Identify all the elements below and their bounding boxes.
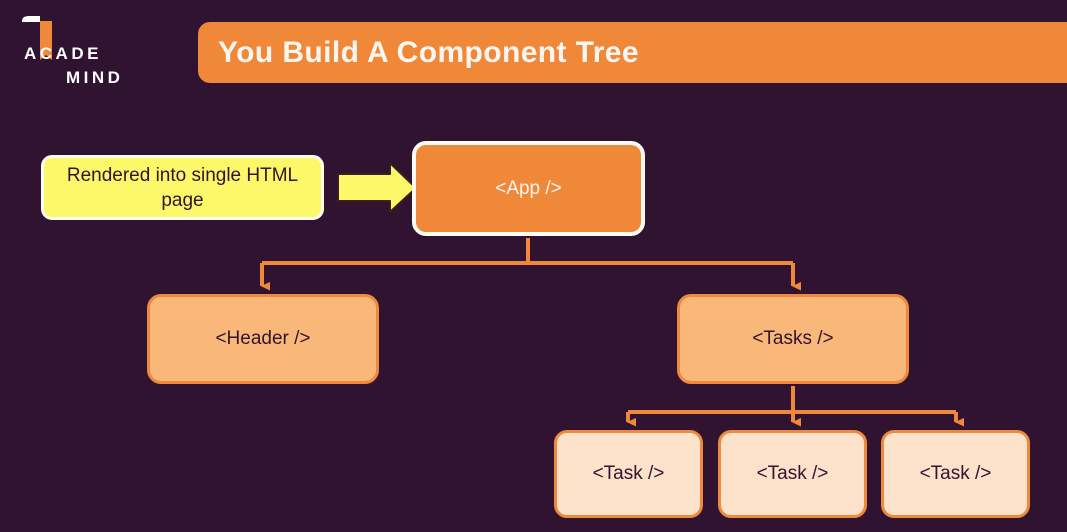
title-bar: You Build A Component Tree [198, 22, 1067, 83]
node-task-3[interactable]: <Task /> [881, 430, 1030, 518]
node-task-2-label: <Task /> [756, 463, 829, 484]
node-task-3-label: <Task /> [919, 463, 992, 484]
logo-line-1: ACADE [24, 44, 102, 63]
node-task-1-label: <Task /> [592, 463, 665, 484]
academind-logo: ACADE MIND [12, 16, 182, 88]
node-tasks[interactable]: <Tasks /> [677, 294, 909, 384]
page-title: You Build A Component Tree [218, 35, 639, 69]
note-label: Rendered into single HTML page [66, 164, 299, 211]
node-header-label: <Header /> [215, 328, 311, 349]
note-rendered-into-html: Rendered into single HTML page [41, 155, 324, 220]
node-tasks-label: <Tasks /> [752, 328, 834, 349]
node-app[interactable]: <App /> [412, 141, 645, 236]
logo-line-2: MIND [66, 68, 124, 87]
logo-wordmark: ACADE MIND [18, 42, 182, 90]
logo-flag-icon [22, 16, 52, 68]
node-task-2[interactable]: <Task /> [718, 430, 867, 518]
yellow-right-arrow-icon [337, 162, 417, 213]
node-task-1[interactable]: <Task /> [554, 430, 703, 518]
node-app-label: <App /> [495, 177, 562, 199]
node-header[interactable]: <Header /> [147, 294, 379, 384]
